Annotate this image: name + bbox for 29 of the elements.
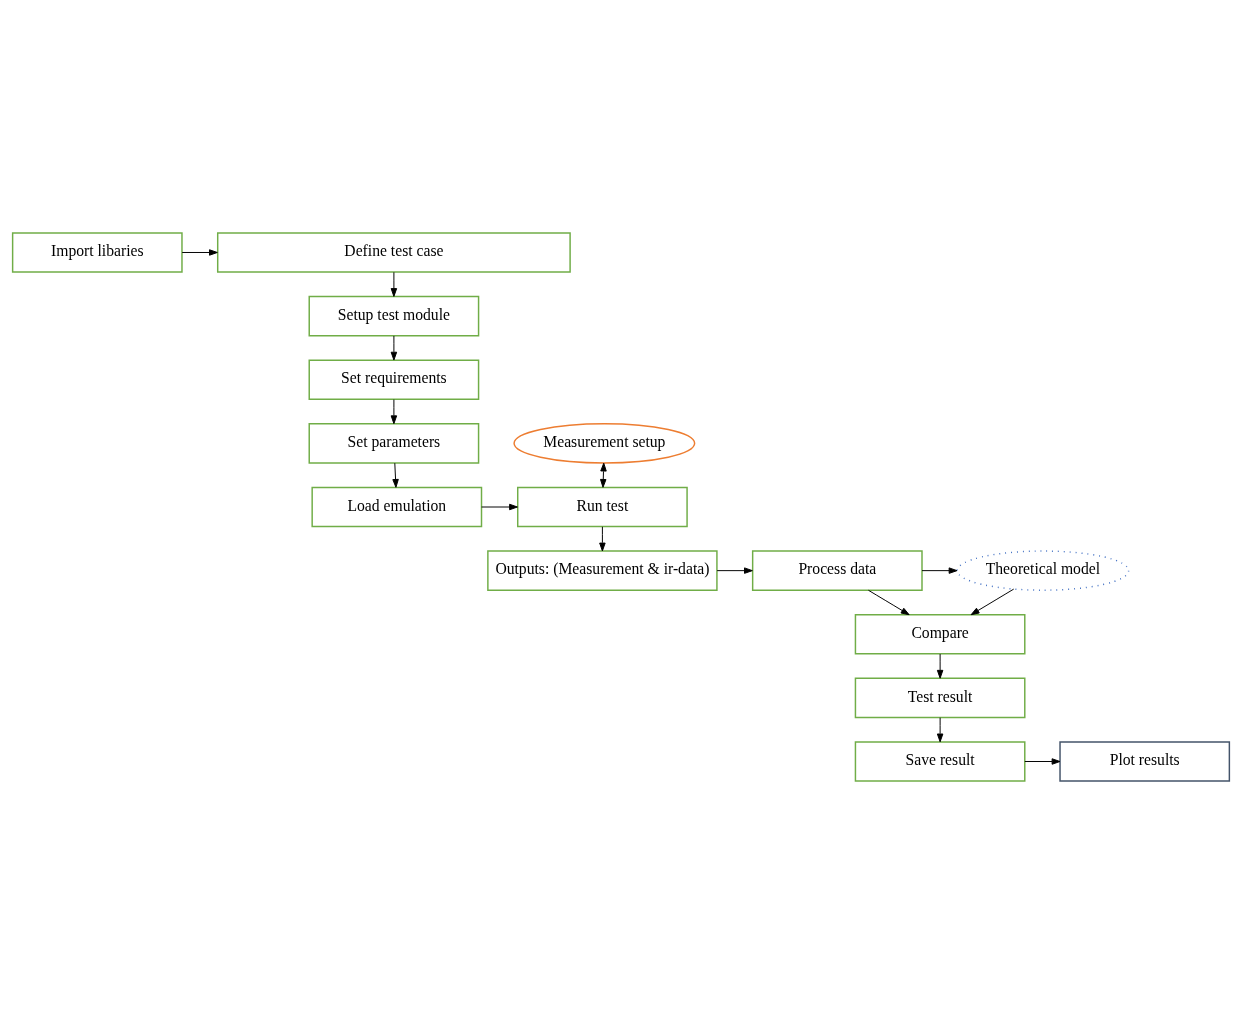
arrow (1024, 758, 1061, 765)
arrow (390, 271, 398, 297)
node-box: Setup test module (308, 295, 480, 337)
node-box: Define test case (216, 232, 571, 273)
arrow (599, 526, 606, 552)
node-box: Plot results (1059, 741, 1231, 782)
arrow (390, 335, 398, 361)
node-box: Outputs: (Measurement & ir-data) (487, 550, 718, 591)
arrow (481, 503, 518, 511)
arrow (936, 653, 944, 679)
node-box: Process data (751, 550, 923, 591)
node-ellipse: Measurement setup (513, 423, 696, 464)
node-box: Import libaries (11, 232, 183, 273)
arrow (716, 567, 753, 574)
arrow (181, 249, 218, 256)
node-ellipse: Theoretical model (956, 550, 1130, 591)
node-box: Set parameters (308, 423, 480, 464)
node-box: Load emulation (311, 486, 483, 528)
arrow (970, 588, 1015, 616)
arrow (921, 567, 958, 574)
node-box: Save result (854, 741, 1026, 782)
arrow (392, 462, 399, 488)
node-box: Set requirements (308, 359, 480, 401)
node-box: Test result (854, 677, 1026, 719)
arrow (867, 589, 910, 616)
arrow (390, 399, 398, 425)
node-box: Run test (517, 486, 688, 528)
node-box: Compare (854, 613, 1026, 655)
arrow (936, 717, 944, 743)
